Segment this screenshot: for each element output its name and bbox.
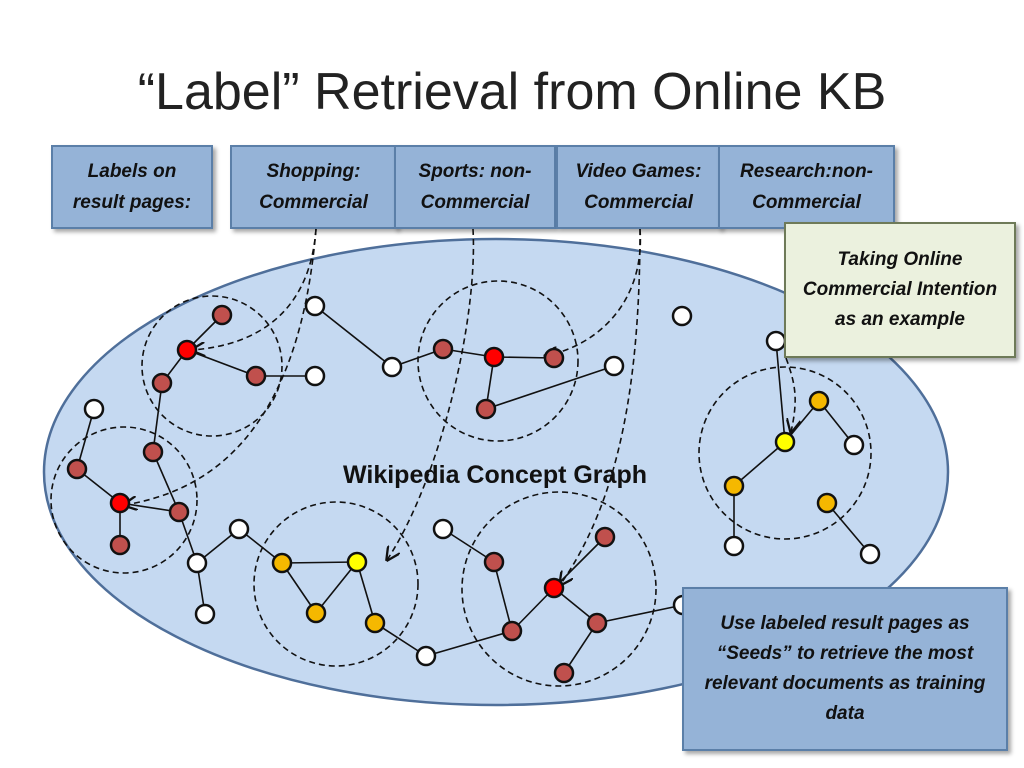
cluster-circle <box>461 491 657 687</box>
graph-node-related <box>142 441 164 463</box>
graph-node-seed <box>543 577 565 599</box>
graph-edge <box>596 604 684 624</box>
cluster-circle <box>253 501 419 667</box>
graph-node-target-related <box>808 390 830 412</box>
graph-node-related <box>501 620 523 642</box>
graph-node-related <box>475 398 497 420</box>
label-box-line: Commercial <box>420 192 530 213</box>
graph-node-related <box>543 347 565 369</box>
graph-node-related <box>553 662 575 684</box>
graph-edge <box>152 382 163 453</box>
label-box-shopping: Shopping: Commercial <box>230 145 397 229</box>
seed-arrow-shopping-2 <box>124 228 317 505</box>
graph-node-related <box>586 612 608 634</box>
graph-node-related <box>594 526 616 548</box>
graph-node-target-seed <box>774 431 796 453</box>
graph-node-unlabeled <box>83 398 105 420</box>
graph-edge <box>775 340 786 443</box>
label-box-line: Commercial <box>259 192 368 213</box>
cluster-circle <box>417 280 579 442</box>
label-box-line: Commercial <box>752 192 861 213</box>
graph-node-target-seed <box>346 551 368 573</box>
graph-node-unlabeled <box>843 434 865 456</box>
label-box-line: Sports: non- <box>418 161 532 182</box>
graph-node-unlabeled <box>381 356 403 378</box>
graph-node-related <box>151 372 173 394</box>
graph-node-unlabeled <box>671 305 693 327</box>
graph-node-unlabeled <box>186 552 208 574</box>
graph-edge <box>76 408 95 470</box>
graph-node-related <box>245 365 267 387</box>
graph-edge <box>733 441 786 487</box>
graph-edge <box>425 630 513 657</box>
graph-node-related <box>483 551 505 573</box>
graph-edge <box>553 536 606 589</box>
graph-node-unlabeled <box>194 603 216 625</box>
graph-node-target-related <box>723 475 745 497</box>
graph-node-seed <box>176 339 198 361</box>
graph-node-unlabeled <box>765 330 787 352</box>
graph-node-target-related <box>364 612 386 634</box>
label-box-line: Video Games: <box>575 161 702 182</box>
graph-node-target-related <box>271 552 293 574</box>
label-box-video-games: Video Games: Commercial <box>556 145 721 229</box>
cluster-circle <box>698 366 872 540</box>
graph-node-unlabeled <box>304 295 326 317</box>
example-note: Taking Online Commercial Intention as an… <box>784 222 1016 358</box>
graph-node-related <box>211 304 233 326</box>
seed-arrow-sports <box>387 228 475 560</box>
graph-edge <box>485 365 615 410</box>
graph-node-related <box>66 458 88 480</box>
graph-node-seed <box>109 492 131 514</box>
graph-node-unlabeled <box>859 543 881 565</box>
seeds-note: Use labeled result pages as “Seeds” to r… <box>682 587 1008 751</box>
label-box-line: result pages: <box>72 192 192 213</box>
graph-edge <box>152 451 180 513</box>
slide-title: “Label” Retrieval from Online KB <box>137 63 887 121</box>
label-box-line: Research:non- <box>739 161 874 182</box>
label-box-line: Shopping: <box>266 161 361 182</box>
graph-node-related <box>432 338 454 360</box>
graph-edge <box>314 305 393 368</box>
graph-node-unlabeled <box>228 518 250 540</box>
graph-node-unlabeled <box>304 365 326 387</box>
graph-node-seed <box>483 346 505 368</box>
graph-node-related <box>109 534 131 556</box>
cluster-circle <box>50 426 198 574</box>
cluster-circle <box>141 295 283 437</box>
graph-edge <box>315 561 358 614</box>
label-box-research: Research:non- Commercial <box>718 145 895 229</box>
graph-node-related <box>168 501 190 523</box>
graph-edge <box>493 561 513 632</box>
label-box-result-pages: Labels on result pages: <box>51 145 213 229</box>
seed-arrow-video-games-2 <box>560 228 641 585</box>
graph-node-unlabeled <box>723 535 745 557</box>
label-box-line: Labels on <box>87 161 177 182</box>
graph-node-target-related <box>305 602 327 624</box>
graph-node-unlabeled <box>603 355 625 377</box>
graph-edge <box>281 561 358 564</box>
label-box-sports: Sports: non- Commercial <box>394 145 556 229</box>
graph-node-unlabeled <box>432 518 454 540</box>
graph-node-target-related <box>816 492 838 514</box>
graph-edge <box>826 502 871 555</box>
graph-node-unlabeled <box>415 645 437 667</box>
label-box-line: Commercial <box>584 192 693 213</box>
graph-edge <box>186 349 257 377</box>
graph-edge <box>356 561 376 624</box>
graph-label: Wikipedia Concept Graph <box>343 461 647 489</box>
